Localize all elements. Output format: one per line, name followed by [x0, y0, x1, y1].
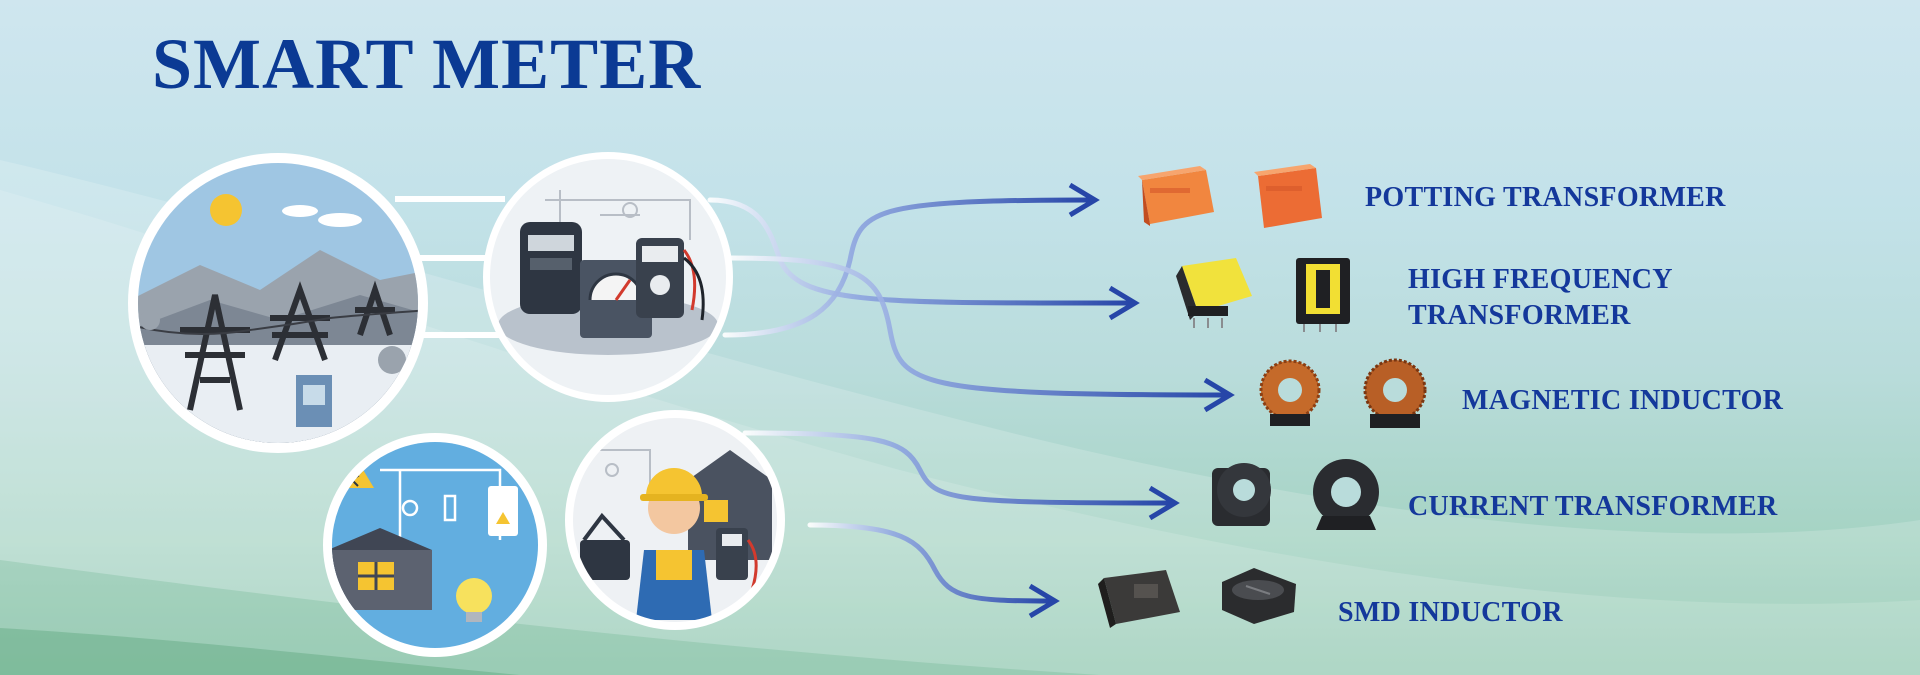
- label-current-transformer: CURRENT TRANSFORMER: [1408, 491, 1778, 522]
- label-magnetic-inductor: MAGNETIC INDUCTOR: [1462, 385, 1784, 416]
- arrow-head-magnetic: [1203, 377, 1235, 413]
- label-high-frequency-transformer: HIGH FREQUENCY TRANSFORMER: [1408, 262, 1673, 334]
- label-potting-transformer: POTTING TRANSFORMER: [1365, 182, 1726, 213]
- potting-transformer-icon: [1138, 164, 1322, 228]
- electrician-icon: [565, 410, 785, 630]
- arrow-magnetic: [727, 255, 1228, 398]
- arrow-head-hf: [1108, 285, 1140, 321]
- home-circuit-icon: [323, 433, 547, 657]
- arrow-head-smd: [1028, 583, 1060, 619]
- label-line: TRANSFORMER: [1408, 299, 1631, 331]
- arrow-smd: [807, 522, 1053, 604]
- magnetic-inductor-icon: [1259, 358, 1427, 428]
- current-transformer-icon: [1212, 459, 1379, 530]
- high-frequency-transformer-icon: [1176, 258, 1350, 332]
- arrow-head-potting: [1068, 182, 1100, 218]
- arrow-head-current: [1148, 485, 1180, 521]
- label-smd-inductor: SMD INDUCTOR: [1338, 597, 1563, 628]
- meter-instruments-icon: [483, 152, 733, 402]
- power-grid-icon: [128, 153, 428, 453]
- arrow-hf: [707, 197, 1133, 306]
- smd-inductor-icon: [1098, 568, 1296, 628]
- arrow-current: [742, 430, 1173, 506]
- page-title: SMART METER: [152, 24, 702, 104]
- arrow-potting: [722, 197, 1093, 338]
- label-line: HIGH FREQUENCY: [1408, 264, 1673, 295]
